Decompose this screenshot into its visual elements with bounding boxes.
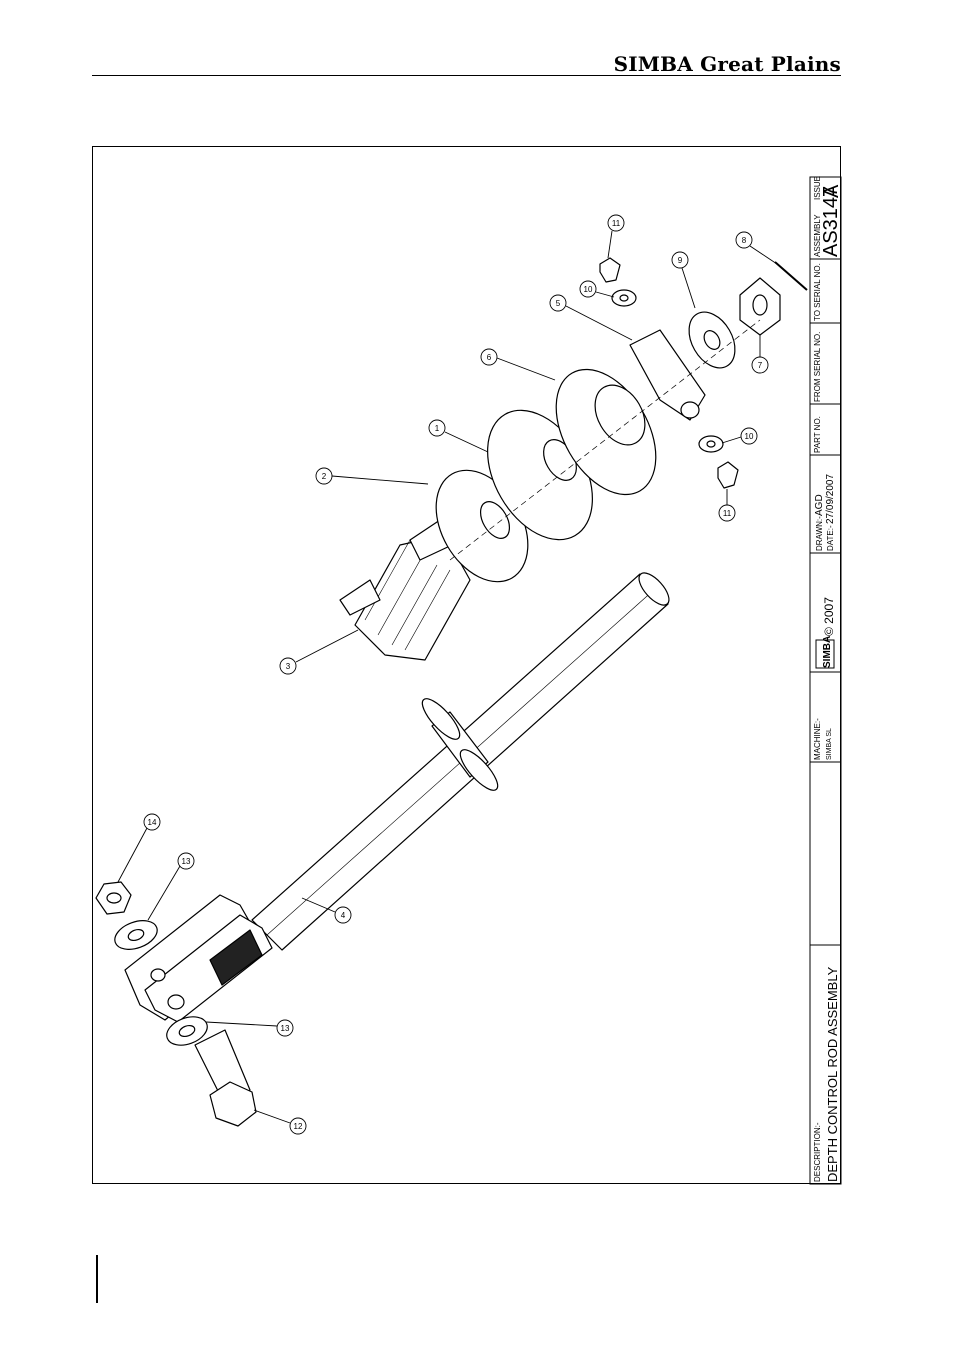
washer-part-10-lower	[699, 436, 723, 452]
drawn-label: DRAWN:-	[815, 516, 824, 551]
callout-2: 2	[316, 468, 428, 484]
callout-10-lower: 10	[722, 428, 757, 444]
svg-text:12: 12	[294, 1122, 303, 1131]
svg-text:1: 1	[435, 424, 440, 433]
svg-text:SIMBA: SIMBA	[822, 636, 833, 668]
bolt-part-11-lower	[718, 462, 738, 488]
nut-part-14	[96, 882, 131, 914]
svg-text:10: 10	[584, 285, 593, 294]
svg-text:4: 4	[341, 911, 346, 920]
description-label: DESCRIPTION:-	[813, 1122, 822, 1182]
callout-10-upper: 10	[580, 281, 614, 297]
svg-text:11: 11	[612, 219, 621, 228]
callout-7: 7	[752, 335, 768, 373]
washer-part-9	[680, 304, 745, 376]
svg-text:3: 3	[286, 662, 291, 671]
date-label: DATE:-	[826, 525, 835, 551]
issue-value: A	[821, 184, 843, 198]
from-serial-label: FROM SERIAL NO.	[813, 332, 822, 402]
callout-6: 6	[481, 349, 555, 380]
callout-3: 3	[280, 630, 358, 674]
bolt-part-12	[195, 1030, 256, 1126]
svg-text:13: 13	[182, 857, 191, 866]
washer-part-10-upper	[612, 290, 636, 306]
part-no-label: PART NO.	[813, 416, 822, 453]
callout-11-lower: 11	[719, 489, 735, 521]
callout-1: 1	[429, 420, 488, 452]
svg-text:14: 14	[148, 818, 157, 827]
simba-logo: SIMBA	[816, 636, 834, 668]
svg-text:13: 13	[281, 1024, 290, 1033]
description-value: DEPTH CONTROL ROD ASSEMBLY	[825, 966, 840, 1182]
callout-12: 12	[254, 1110, 306, 1134]
callout-8: 8	[736, 232, 780, 266]
svg-text:5: 5	[556, 299, 561, 308]
callout-9: 9	[672, 252, 695, 308]
to-serial-label: TO SERIAL NO.	[813, 263, 822, 321]
callout-14: 14	[118, 814, 160, 882]
machine-value: SIMBA SL	[826, 728, 833, 760]
callout-13-upper: 13	[148, 853, 194, 920]
title-block: DESCRIPTION:- DEPTH CONTROL ROD ASSEMBLY…	[810, 176, 843, 1184]
svg-text:10: 10	[745, 432, 754, 441]
date-value: 27/09/2007	[825, 474, 836, 524]
drawn-value: AGD	[814, 494, 825, 516]
castle-nut-part-7	[740, 278, 780, 335]
bolt-part-11-upper	[600, 258, 620, 282]
machine-label: MACHINE:-	[813, 718, 822, 760]
svg-text:2: 2	[322, 472, 327, 481]
callout-11-upper: 11	[608, 215, 624, 258]
svg-text:8: 8	[742, 236, 747, 245]
svg-text:11: 11	[723, 509, 732, 518]
copyright: © 2007	[822, 597, 836, 636]
svg-text:9: 9	[678, 256, 683, 265]
svg-text:6: 6	[487, 353, 492, 362]
svg-text:7: 7	[758, 361, 763, 370]
